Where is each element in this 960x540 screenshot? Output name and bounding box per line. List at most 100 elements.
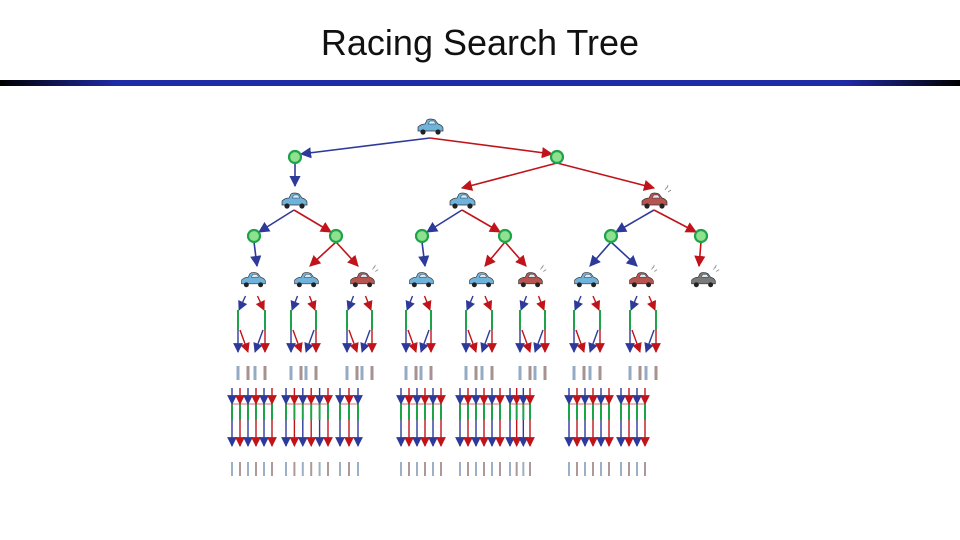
state-glyph bbox=[491, 462, 493, 476]
crashed-car-icon bbox=[691, 264, 720, 288]
min-edge-arrow bbox=[556, 162, 656, 191]
max-edge-arrow bbox=[360, 329, 371, 353]
min-edge-arrow bbox=[483, 295, 493, 311]
min-edge-arrow bbox=[461, 209, 501, 233]
state-glyph bbox=[424, 462, 426, 476]
car-icon bbox=[641, 184, 672, 209]
min-edge-arrow bbox=[307, 295, 317, 311]
state-glyph bbox=[414, 366, 418, 380]
min-edge-arrow bbox=[292, 329, 303, 353]
min-edge-arrow bbox=[536, 295, 546, 311]
min-edge-arrow bbox=[293, 209, 332, 233]
chance-node-icon bbox=[287, 149, 303, 165]
car-icon bbox=[469, 272, 494, 288]
min-edge-arrow bbox=[429, 137, 554, 159]
state-glyph bbox=[236, 366, 240, 380]
car-icon bbox=[417, 118, 444, 135]
state-glyph bbox=[509, 462, 511, 476]
max-edge-arrow bbox=[250, 241, 262, 268]
state-glyph bbox=[515, 462, 518, 476]
state-glyph bbox=[490, 366, 494, 380]
state-glyph bbox=[598, 366, 602, 380]
state-glyph bbox=[289, 366, 293, 380]
state-glyph bbox=[304, 366, 308, 380]
max-edge-arrow bbox=[588, 329, 599, 353]
chance-node-icon bbox=[328, 228, 344, 244]
deeper-levels bbox=[227, 295, 661, 476]
max-edge-arrow bbox=[465, 295, 475, 311]
min-edge-arrow bbox=[653, 209, 697, 233]
car-icon bbox=[629, 264, 658, 288]
state-glyph bbox=[440, 462, 442, 476]
max-edge-arrow bbox=[426, 209, 463, 233]
min-edge-arrow bbox=[348, 329, 359, 353]
state-glyph bbox=[301, 462, 304, 476]
max-edge-arrow bbox=[573, 295, 583, 311]
min-edge-arrow bbox=[631, 329, 642, 353]
title-rule bbox=[0, 80, 960, 86]
state-glyph bbox=[638, 366, 642, 380]
car-icon bbox=[294, 272, 319, 288]
state-glyph bbox=[263, 366, 267, 380]
state-glyph bbox=[576, 462, 578, 476]
state-glyph bbox=[467, 462, 469, 476]
max-edge-arrow bbox=[238, 295, 248, 311]
state-glyph bbox=[528, 366, 532, 380]
min-edge-arrow bbox=[255, 295, 265, 311]
max-edge-arrow bbox=[418, 241, 430, 268]
state-glyph bbox=[400, 462, 402, 476]
state-glyph bbox=[582, 366, 586, 380]
slide-title: Racing Search Tree bbox=[320, 22, 640, 63]
state-glyph bbox=[533, 366, 537, 380]
state-glyph bbox=[299, 366, 303, 380]
car-icon bbox=[409, 272, 434, 288]
state-glyph bbox=[644, 462, 646, 476]
max-edge-arrow bbox=[346, 295, 356, 311]
state-glyph bbox=[592, 462, 594, 476]
state-glyph bbox=[247, 462, 249, 476]
tree-edges bbox=[250, 137, 706, 268]
state-glyph bbox=[499, 462, 501, 476]
chance-node-icon bbox=[414, 228, 430, 244]
state-glyph bbox=[357, 462, 359, 476]
state-glyph bbox=[263, 462, 265, 476]
max-edge-arrow bbox=[405, 295, 415, 311]
chance-node-icon bbox=[549, 149, 565, 165]
state-glyph bbox=[459, 462, 461, 476]
car-icon bbox=[449, 192, 476, 209]
chance-node-icon bbox=[497, 228, 513, 244]
min-edge-arrow bbox=[647, 295, 657, 311]
state-glyph bbox=[620, 462, 622, 476]
state-glyph bbox=[348, 462, 350, 476]
car-icon bbox=[350, 264, 379, 288]
state-glyph bbox=[518, 366, 522, 380]
min-edge-arrow bbox=[575, 329, 586, 353]
max-edge-arrow bbox=[253, 329, 264, 353]
car-icon bbox=[241, 272, 266, 288]
min-edge-arrow bbox=[504, 241, 527, 267]
state-glyph bbox=[654, 366, 658, 380]
state-glyph bbox=[231, 462, 233, 476]
state-glyph bbox=[416, 462, 418, 476]
state-glyph bbox=[345, 366, 349, 380]
chance-node-icon bbox=[246, 228, 262, 244]
max-edge-arrow bbox=[533, 329, 544, 353]
max-edge-arrow bbox=[480, 329, 491, 353]
state-glyph bbox=[285, 462, 287, 476]
max-edge-arrow bbox=[299, 137, 431, 159]
car-icon bbox=[518, 264, 547, 288]
state-glyph bbox=[246, 366, 250, 380]
min-edge-arrow bbox=[422, 295, 432, 311]
min-edge-arrow bbox=[591, 295, 601, 311]
min-edge-arrow bbox=[460, 162, 558, 191]
max-edge-arrow bbox=[419, 329, 430, 353]
state-glyph bbox=[600, 462, 602, 476]
state-glyph bbox=[636, 462, 638, 476]
chance-node-icon bbox=[603, 228, 619, 244]
state-glyph bbox=[432, 462, 434, 476]
state-glyph bbox=[360, 366, 364, 380]
state-glyph bbox=[543, 366, 547, 380]
max-edge-arrow bbox=[519, 295, 529, 311]
min-edge-arrow bbox=[335, 241, 359, 267]
